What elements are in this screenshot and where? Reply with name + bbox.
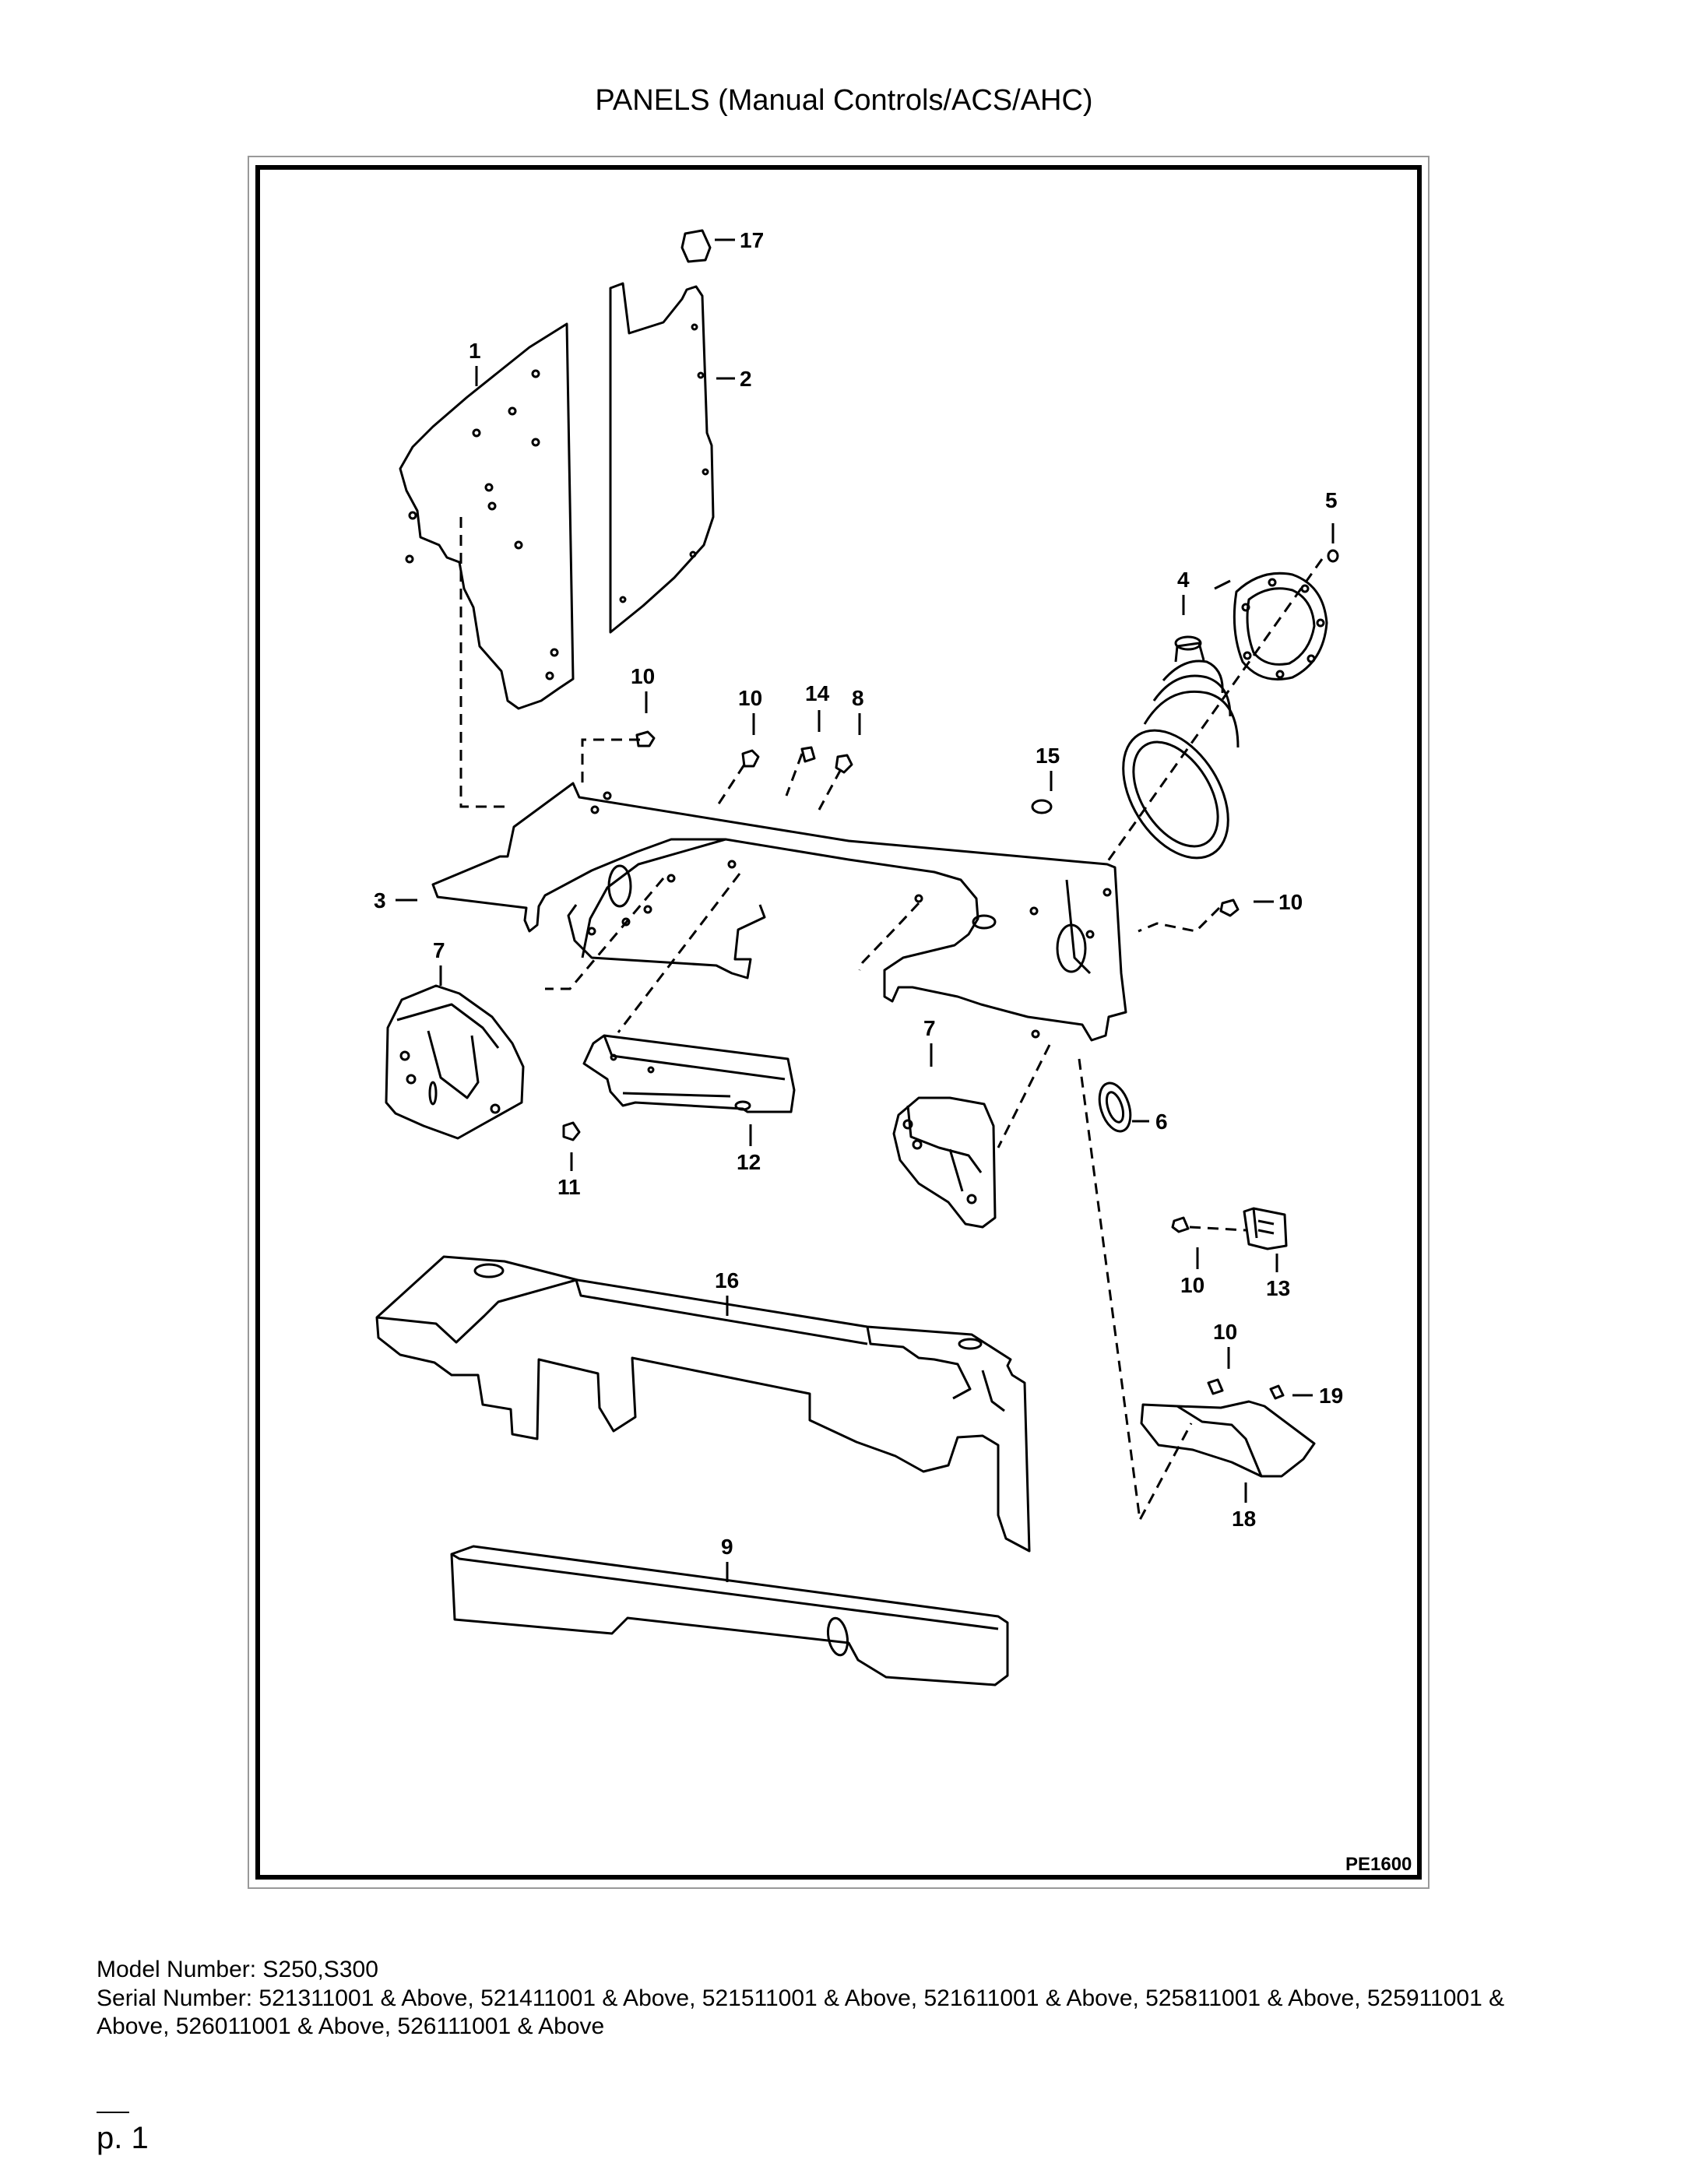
hardware-fasteners — [562, 730, 1285, 1400]
callout-17: 17 — [740, 228, 764, 252]
part-1-left-panel — [399, 322, 575, 710]
callout-7-left: 7 — [433, 938, 445, 962]
page-number: p. 1 — [97, 2121, 149, 2155]
callout-10-a: 10 — [631, 664, 655, 688]
leader-lines — [396, 238, 1335, 1582]
callout-12: 12 — [737, 1150, 761, 1174]
part-7-right-bracket — [892, 1096, 997, 1229]
callout-6: 6 — [1155, 1110, 1168, 1134]
diagram-frame — [248, 156, 1430, 1889]
part-7-left-bracket — [385, 984, 525, 1140]
part-2-right-panel — [609, 282, 715, 634]
callout-1: 1 — [469, 339, 481, 363]
diagram-border — [255, 165, 1422, 1880]
callout-4: 4 — [1177, 568, 1190, 592]
callout-9: 9 — [721, 1535, 733, 1559]
part-4-boot — [1122, 635, 1240, 860]
callout-10-c: 10 — [1278, 890, 1303, 914]
callout-5: 5 — [1325, 488, 1338, 512]
part-17-knob — [680, 229, 712, 263]
part-9-insulation — [450, 1545, 1009, 1686]
callout-3: 3 — [374, 888, 386, 913]
part-12-bracket — [582, 1034, 796, 1113]
part-13-clip — [1243, 1207, 1288, 1250]
callout-10-b: 10 — [738, 686, 762, 710]
part-3-console-frame — [431, 782, 1127, 1042]
callout-labels: 17 1 2 5 4 10 10 14 8 15 3 10 7 7 6 11 1… — [374, 228, 1343, 1559]
page-rule — [97, 2112, 129, 2113]
callout-15: 15 — [1036, 744, 1060, 768]
callout-10-e: 10 — [1213, 1320, 1237, 1344]
model-number: Model Number: S250,S300 — [97, 1957, 378, 1982]
callout-7-right: 7 — [923, 1016, 936, 1040]
part-6-grommet — [1098, 1081, 1132, 1133]
callout-11: 11 — [557, 1175, 581, 1199]
callout-16: 16 — [715, 1268, 739, 1292]
assembly-lines — [459, 517, 1324, 1524]
callout-14: 14 — [805, 681, 830, 705]
callout-8: 8 — [852, 686, 864, 710]
page-title: PANELS (Manual Controls/ACS/AHC) — [595, 84, 1093, 117]
part-18-plate — [1140, 1400, 1316, 1478]
callout-13: 13 — [1266, 1276, 1290, 1300]
callout-2: 2 — [740, 367, 752, 391]
callout-18: 18 — [1232, 1507, 1256, 1531]
callout-10-d: 10 — [1180, 1273, 1204, 1297]
part-16-insulation — [375, 1255, 1031, 1553]
callout-19: 19 — [1319, 1384, 1343, 1408]
figure-id: PE1600 — [1345, 1854, 1412, 1875]
part-5-flange-ring — [1233, 549, 1339, 681]
serial-number: Serial Number: 521311001 & Above, 521411… — [97, 1985, 1505, 2039]
